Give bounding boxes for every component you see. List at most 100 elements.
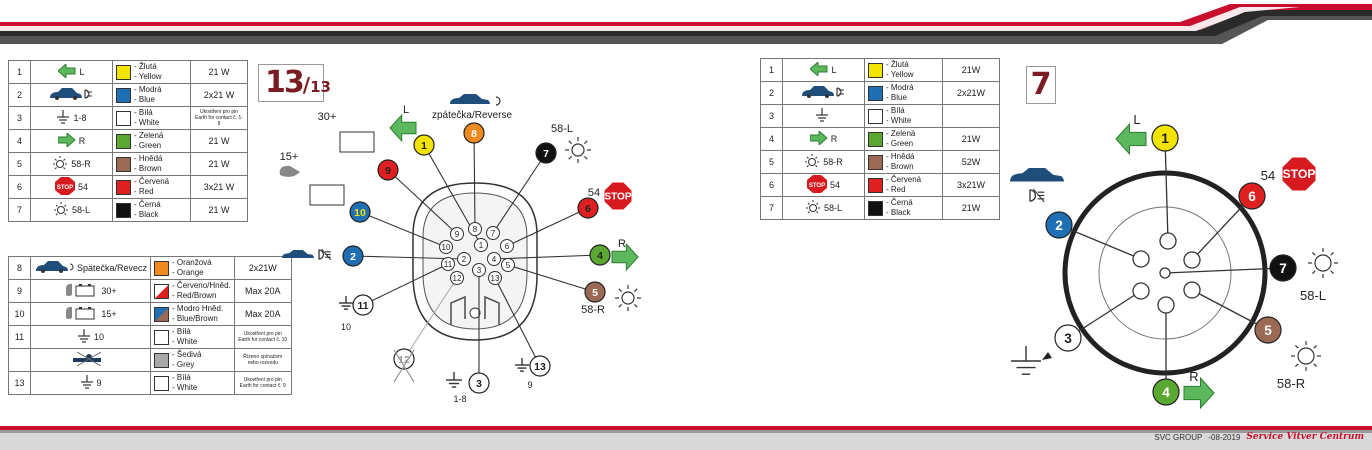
lamp-icon: [805, 199, 821, 218]
pin-badge-12: 12: [393, 348, 415, 370]
car-icon: [450, 94, 490, 104]
color-name-cz: - Modrá: [886, 83, 914, 92]
pin-power: Max 20A: [233, 279, 292, 303]
svg-text:8: 8: [473, 225, 478, 234]
label-58L: 58-L: [551, 123, 573, 135]
hitch-icon: [71, 351, 107, 369]
color-name-cz: - Černá: [886, 198, 913, 207]
function-label: 9: [96, 378, 102, 388]
label-58L: 58-L: [1300, 288, 1326, 303]
socket-5: 5: [501, 258, 515, 272]
wire-color: - Červená- Red: [112, 175, 191, 199]
function-label: R: [78, 136, 86, 146]
color-name-cz: - Bílá: [172, 327, 191, 336]
label-R: R: [618, 238, 626, 250]
svg-text:6: 6: [585, 203, 591, 215]
reverse-light-icon: [495, 96, 501, 106]
color-name-cz: - Modro Hněd.: [172, 304, 224, 313]
label-54: 54: [588, 187, 600, 199]
pin-badge-2: 2: [1045, 211, 1073, 239]
label-R: R: [1189, 369, 1198, 384]
color-swatch: [868, 85, 883, 101]
function-label: 1-8: [73, 113, 87, 123]
color-name-en: - Green: [886, 139, 914, 148]
arrow-right-icon: [1183, 376, 1215, 410]
fog-light-icon: [48, 87, 92, 104]
wire-color: - Hnědá- Brown: [864, 150, 943, 174]
pin-badge-2: 2: [342, 245, 364, 267]
arrow-right-icon: [809, 129, 828, 148]
color-swatch: [116, 133, 131, 149]
footer-group: SVC GROUP: [1154, 432, 1203, 442]
stop-sign-text: STOP: [57, 185, 73, 191]
svg-text:12: 12: [453, 274, 462, 283]
pin-function: 58-R: [30, 152, 113, 176]
wire-7: [1164, 267, 1284, 274]
wire-8: [473, 132, 476, 230]
connector-face: [1098, 206, 1232, 340]
color-name-en: - White: [886, 116, 912, 125]
color-name-cz: - Bílá: [172, 373, 191, 382]
color-name: - Červená- Red: [886, 175, 921, 195]
pin-badge-10: 10: [349, 201, 371, 223]
wire-1: [1164, 137, 1169, 242]
ground-icon: [446, 372, 462, 388]
battery-icon: [339, 131, 375, 153]
svg-text:10: 10: [442, 243, 451, 252]
socket-6: [1183, 251, 1201, 269]
color-swatch: [154, 260, 170, 276]
pin-power: Řízeno spínačem nebo rozvodu: [233, 348, 292, 372]
svg-text:5: 5: [1264, 323, 1272, 338]
label-L: L: [1133, 112, 1140, 127]
socket-8: 8: [468, 222, 482, 236]
pin-power: Ukostření pro pin Earth for contact č. 9: [233, 371, 292, 395]
color-name-en: - White: [172, 383, 198, 392]
color-name: - Žlutá- Yellow: [886, 60, 914, 80]
color-swatch: [868, 108, 883, 124]
color-swatch: [116, 64, 131, 80]
wire-5: [1191, 289, 1269, 331]
stop-sign-text: STOP: [809, 183, 825, 189]
color-name: - Žlutá- Yellow: [134, 62, 162, 82]
pin-badge-7: 7: [1269, 254, 1297, 282]
color-name-cz: - Červená: [134, 177, 170, 186]
color-name: - Zelená- Green: [134, 131, 163, 151]
color-name-cz: - Šedivá: [172, 350, 202, 359]
pin-badge-6: 6: [1238, 182, 1266, 210]
color-name: - Bílá- White: [172, 373, 197, 393]
lamp-icon: [565, 137, 591, 163]
arrow-right-icon: [611, 242, 639, 272]
color-name-cz: - Červeno/Hněd.: [172, 281, 231, 290]
socket-11: 11: [441, 257, 455, 271]
arrow-left-icon: [389, 113, 417, 143]
svg-text:10: 10: [354, 207, 366, 219]
label-15plus: 15+: [280, 151, 299, 163]
svg-text:3: 3: [477, 266, 482, 275]
svg-text:8: 8: [471, 128, 477, 140]
color-name-en: - Red: [134, 187, 154, 196]
pin-power: 21 W: [190, 152, 248, 176]
wire-7: [492, 152, 547, 234]
label-L: L: [403, 104, 409, 116]
pin-power: 21W: [942, 196, 1000, 220]
color-name: - Zelená- Green: [886, 129, 915, 149]
wire-10: [359, 211, 447, 248]
color-name-en: - Black: [886, 208, 911, 217]
svg-text:12: 12: [398, 354, 410, 366]
svg-text:9: 9: [455, 230, 460, 239]
color-name-cz: - Bílá: [134, 108, 153, 117]
ground-icon: [80, 374, 94, 392]
reverse-light-icon: [34, 260, 74, 277]
socket-7: 7: [486, 226, 500, 240]
ground-icon: [77, 328, 91, 346]
color-name-en: - Black: [134, 210, 159, 219]
car-icon: [282, 250, 314, 258]
color-name-cz: - Hnědá: [886, 152, 915, 161]
color-name-en: - Brown: [886, 162, 914, 171]
svg-text:1: 1: [1161, 131, 1169, 146]
lamp-icon: [52, 155, 68, 174]
wire-color: - Bílá- White: [112, 106, 191, 130]
color-name-cz: - Žlutá: [886, 60, 909, 69]
pin-badge-6: 6: [577, 197, 599, 219]
